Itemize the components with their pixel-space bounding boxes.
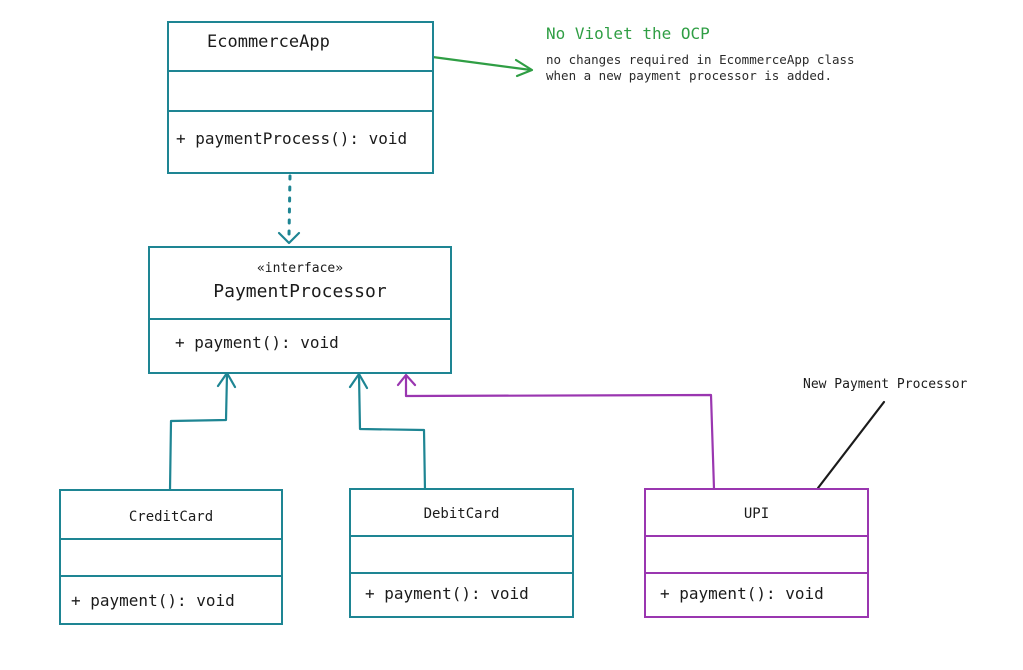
new-processor-pointer	[816, 400, 886, 490]
upi-arrowhead	[396, 373, 417, 387]
note-arrowhead	[514, 58, 534, 78]
class-name: EcommerceApp	[207, 32, 330, 52]
divider	[646, 572, 867, 574]
method: + payment(): void	[175, 333, 339, 352]
attributes-section	[646, 537, 867, 572]
stereotype: «interface»	[256, 261, 344, 276]
method: + payment(): void	[365, 584, 529, 603]
divider	[61, 538, 281, 540]
note-line-2: when a new payment processor is added.	[546, 68, 832, 83]
divider	[61, 575, 281, 577]
ecommerce-app-class[interactable]: EcommerceApp + paymentProcess(): void	[167, 21, 434, 174]
attributes-section	[61, 540, 281, 576]
debitcard-arrowhead	[348, 372, 369, 390]
divider	[150, 318, 450, 320]
debitcard-class[interactable]: DebitCard + payment(): void	[349, 488, 574, 618]
class-name: CreditCard	[128, 509, 214, 525]
divider	[351, 572, 572, 574]
payment-processor-interface[interactable]: «interface» PaymentProcessor + payment()…	[148, 246, 452, 374]
divider	[169, 70, 432, 72]
divider	[169, 110, 432, 112]
method: + payment(): void	[71, 591, 235, 610]
upi-class[interactable]: UPI + payment(): void	[644, 488, 869, 618]
attributes-section	[351, 537, 572, 572]
divider	[646, 535, 867, 537]
class-name: UPI	[743, 506, 770, 522]
class-name: DebitCard	[423, 506, 500, 522]
upi-realization	[404, 376, 716, 490]
attributes-section	[169, 72, 432, 110]
note-title: No Violet the OCP	[546, 24, 710, 43]
creditcard-class[interactable]: CreditCard + payment(): void	[59, 489, 283, 625]
debitcard-realization	[357, 374, 427, 492]
dependency-arrowhead	[277, 231, 301, 245]
dependency-line	[287, 174, 292, 238]
class-name: PaymentProcessor	[213, 281, 387, 302]
note-arrow	[423, 54, 533, 72]
method: + payment(): void	[660, 584, 824, 603]
divider	[351, 535, 572, 537]
method: + paymentProcess(): void	[176, 129, 408, 148]
note-line-1: no changes required in EcommerceApp clas…	[546, 52, 855, 67]
new-processor-label: New Payment Processor	[803, 377, 968, 392]
creditcard-realization	[168, 373, 229, 491]
